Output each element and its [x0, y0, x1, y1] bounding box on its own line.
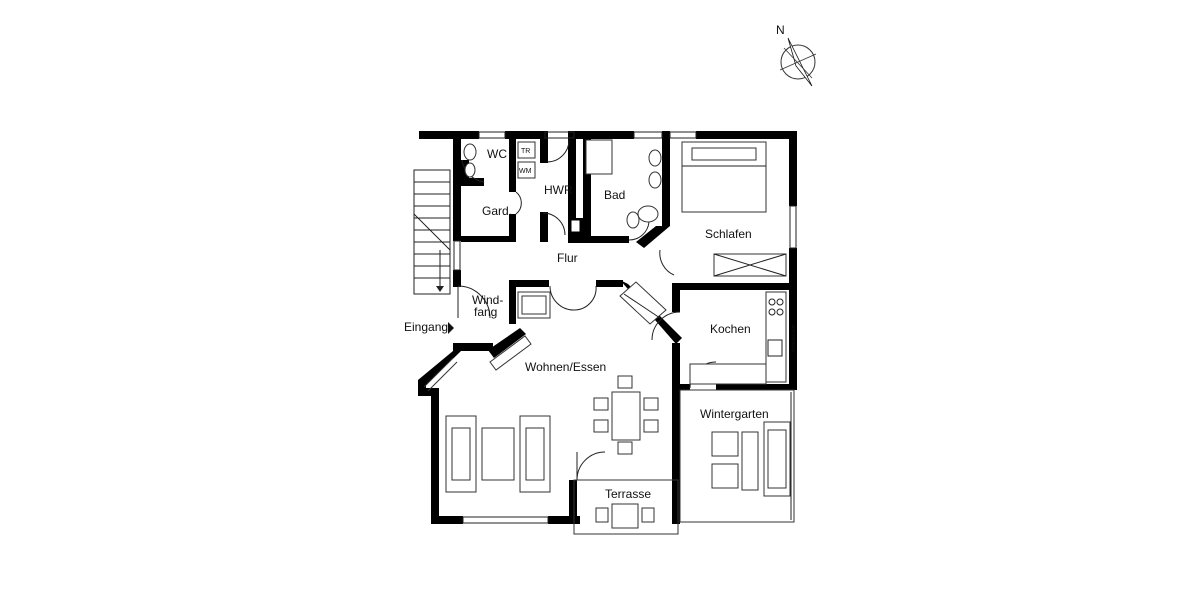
shaft-block [570, 219, 581, 233]
room-label-schlafen: Schlafen [705, 227, 752, 241]
kitchen-side-label: Arbeitsplatte [791, 324, 797, 352]
room-label-tr: TR [521, 148, 530, 155]
staircase [413, 169, 451, 295]
armchair-icon [517, 291, 551, 319]
compass-rose-icon [779, 37, 817, 87]
room-label-gard: Gard. [482, 204, 512, 218]
compass-north-label: N [776, 23, 785, 37]
room-label-bad: Bad [604, 188, 625, 202]
room-label-terrasse: Terrasse [605, 487, 651, 501]
doors [457, 139, 717, 481]
room-label-wm: WM [519, 168, 532, 175]
room-label-windfang-1: Wind- [472, 293, 503, 307]
room-label-wohnen-essen: Wohnen/Essen [525, 360, 606, 374]
wardrobe-icon [713, 253, 787, 277]
kitchen-counter [689, 291, 787, 385]
room-label-eingang: Eingang [404, 320, 448, 334]
toilet-icon [463, 143, 477, 178]
winter-garden [679, 389, 795, 523]
dining-table-icon [593, 375, 659, 455]
room-label-wc: WC [487, 147, 507, 161]
bed-icon [681, 141, 767, 213]
room-label-wintergarten: Wintergarten [700, 407, 769, 421]
sofa-icon [445, 415, 551, 493]
room-label-kochen: Kochen [710, 322, 751, 336]
terrace [573, 479, 679, 535]
dryer-box [517, 141, 536, 159]
washing-machine-box [517, 161, 536, 179]
bathroom-fixtures [585, 139, 662, 229]
room-label-windfang-2: fang [474, 305, 497, 319]
sideboard-icon [489, 281, 667, 371]
windows [423, 131, 797, 524]
room-label-hwr: HWR [544, 183, 573, 197]
room-label-flur: Flur [557, 251, 578, 265]
entrance-arrow-icon [448, 322, 454, 334]
